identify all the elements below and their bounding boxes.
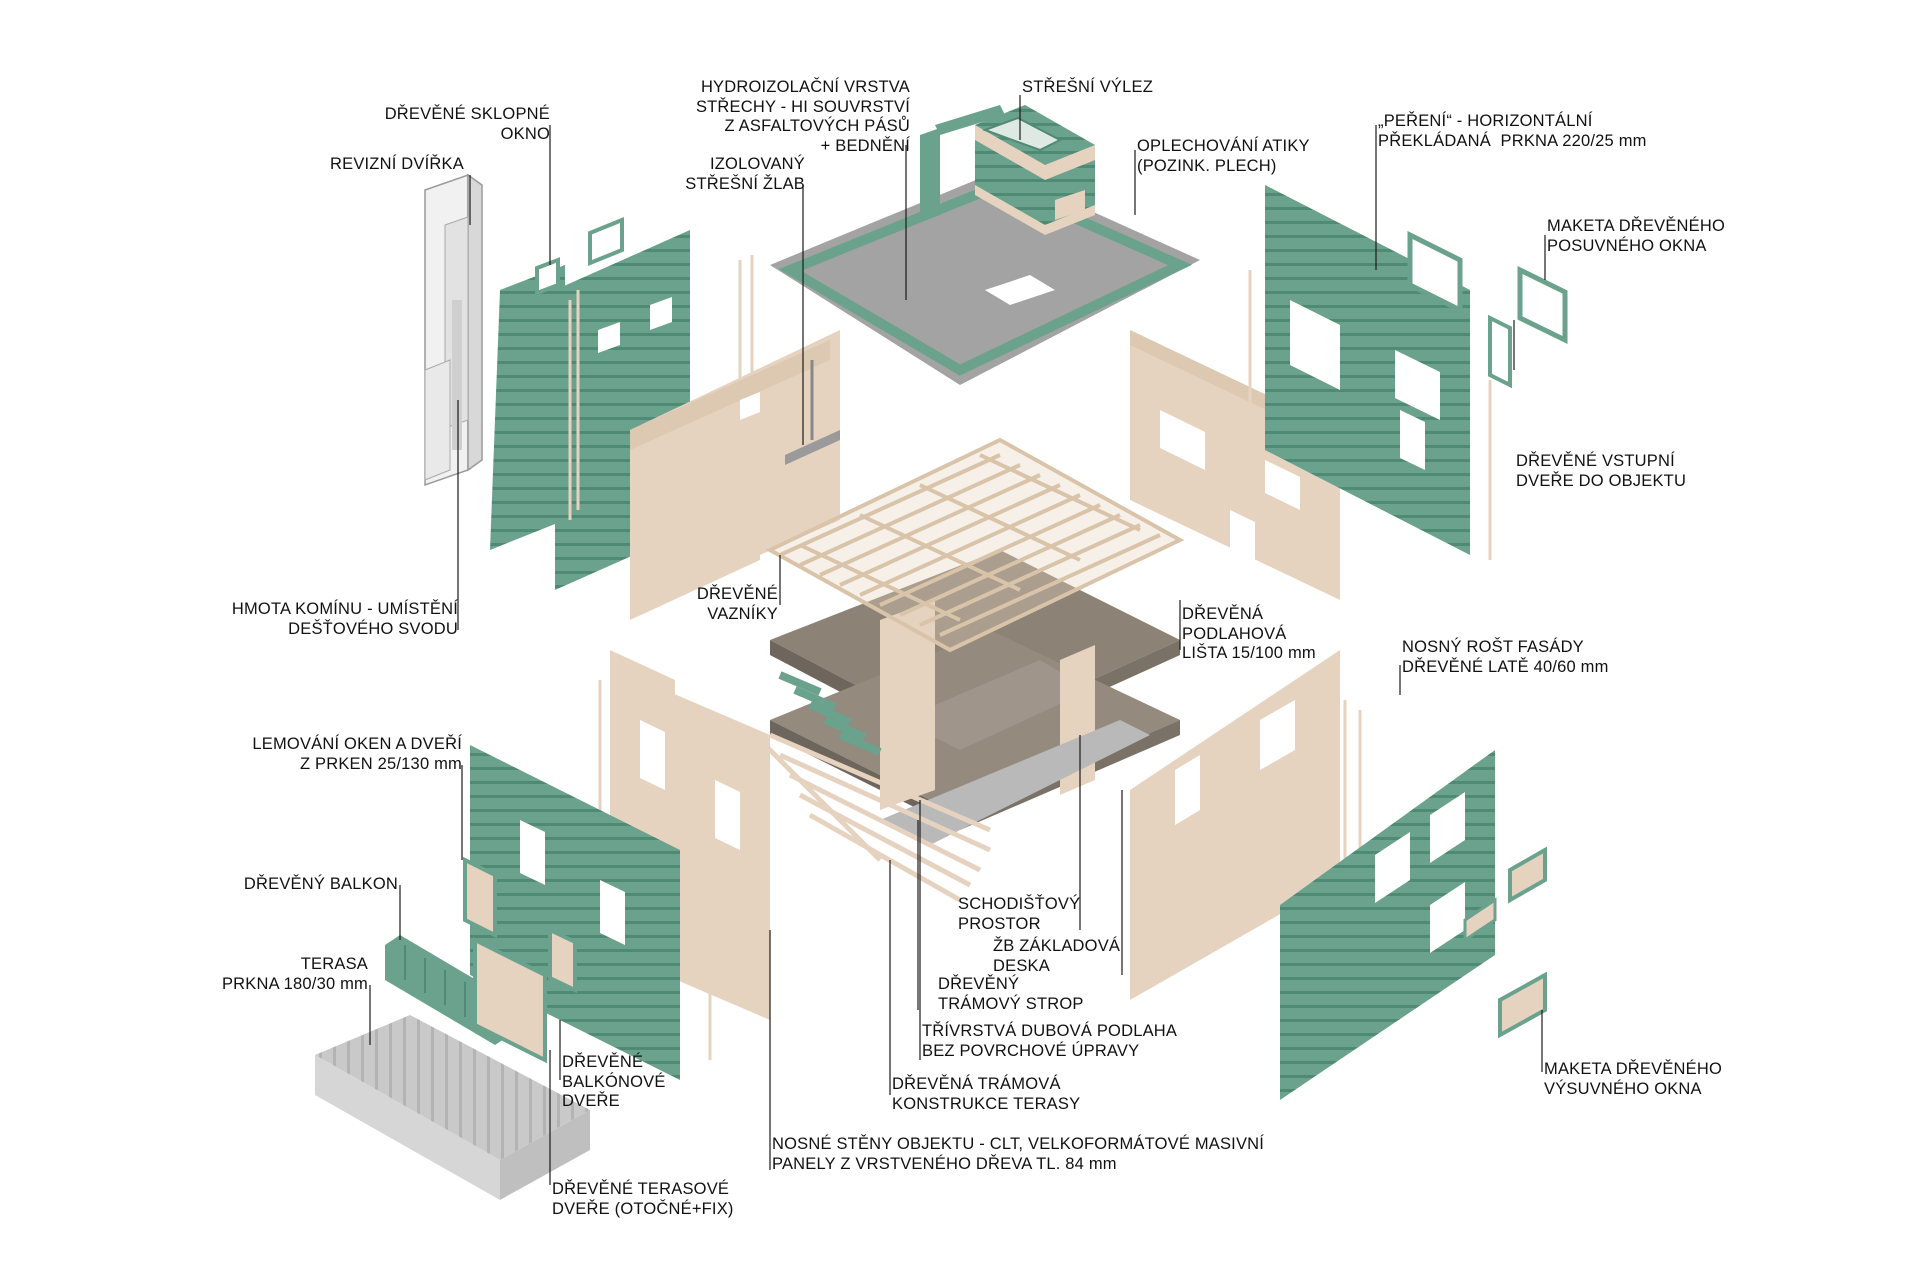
right-upper-cladding: [1248, 185, 1568, 560]
leader-lines: [369, 95, 1546, 1185]
label-oak-floor: TŘÍVRSTVÁ DUBOVÁ PODLAHA BEZ POVRCHOVÉ Ú…: [922, 1022, 1178, 1060]
left-lower-clt-wall: [598, 650, 770, 1060]
label-sliding-window: MAKETA DŘEVĚNÉHO POSUVNÉHO OKNA: [1547, 217, 1726, 255]
label-pullout-window: MAKETA DŘEVĚNÉHO VÝSUVNÉHO OKNA: [1544, 1060, 1723, 1098]
label-balcony: DŘEVĚNÝ BALKON: [243, 875, 398, 893]
label-facade-grid: NOSNÝ ROŠT FASÁDY DŘEVĚNÉ LATĚ 40/60 mm: [1402, 638, 1609, 676]
core-structure: [758, 437, 1185, 903]
balcony-assembly: [385, 935, 547, 1064]
label-window-trim: LEMOVÁNÍ OKEN A DVEŘÍ Z PRKEN 25/130 mm: [252, 735, 462, 773]
label-foundation-slab: ŽB ZÁKLADOVÁ DESKA: [993, 937, 1121, 975]
label-terrace: TERASA PRKNA 180/30 mm: [221, 955, 368, 993]
label-tilt-window: DŘEVĚNÉ SKLOPNÉ OKNO: [384, 105, 550, 143]
label-chimney-mass: HMOTA KOMÍNU - UMÍSTĚNÍ DEŠŤOVÉHO SVODU: [231, 600, 458, 638]
right-lower-cladding: [1280, 750, 1547, 1100]
label-roof-waterproofing: HYDROIZOLAČNÍ VRSTVA STŘECHY - HI SOUVRS…: [695, 78, 910, 155]
roof-assembly: [770, 105, 1200, 385]
label-feathering: „PEŘENÍ“ - HORIZONTÁLNÍ PŘEKLÁDANÁ PRKNA…: [1378, 112, 1647, 150]
label-parapet-flashing: OPLECHOVÁNÍ ATIKY (POZINK. PLECH): [1137, 137, 1310, 175]
label-entrance-door: DŘEVĚNÉ VSTUPNÍ DVEŘE DO OBJEKTU: [1516, 452, 1687, 490]
terrace-deck: [315, 1015, 590, 1200]
label-load-walls: NOSNÉ STĚNY OBJEKTU - CLT, VELKOFORMÁTOV…: [772, 1135, 1265, 1173]
chimney-mass: [424, 173, 483, 487]
label-revision-door: REVIZNÍ DVÍŘKA: [330, 155, 464, 173]
label-insulated-gutter: IZOLOVANÝ STŘEŠNÍ ŽLAB: [685, 155, 805, 193]
label-beam-ceiling: DŘEVĚNÝ TRÁMOVÝ STROP: [938, 975, 1084, 1013]
label-skirting: DŘEVĚNÁ PODLAHOVÁ LIŠTA 15/100 mm: [1182, 605, 1316, 662]
label-trusses: DŘEVĚNÉ VAZNÍKY: [696, 585, 778, 623]
label-stair-space: SCHODIŠŤOVÝ PROSTOR: [958, 895, 1081, 933]
label-balcony-door: DŘEVĚNÉ BALKÓNOVÉ DVEŘE: [562, 1053, 666, 1110]
label-terrace-structure: DŘEVĚNÁ TRÁMOVÁ KONSTRUKCE TERASY: [892, 1075, 1081, 1113]
right-lower-clt-wall: [1130, 650, 1362, 1000]
label-terrace-door: DŘEVĚNÉ TERASOVÉ DVEŘE (OTOČNÉ+FIX): [552, 1180, 734, 1218]
left-upper-cladding: [490, 52, 754, 590]
left-upper-clt-wall: [630, 330, 840, 620]
label-roof-hatch: STŘEŠNÍ VÝLEZ: [1022, 78, 1153, 96]
